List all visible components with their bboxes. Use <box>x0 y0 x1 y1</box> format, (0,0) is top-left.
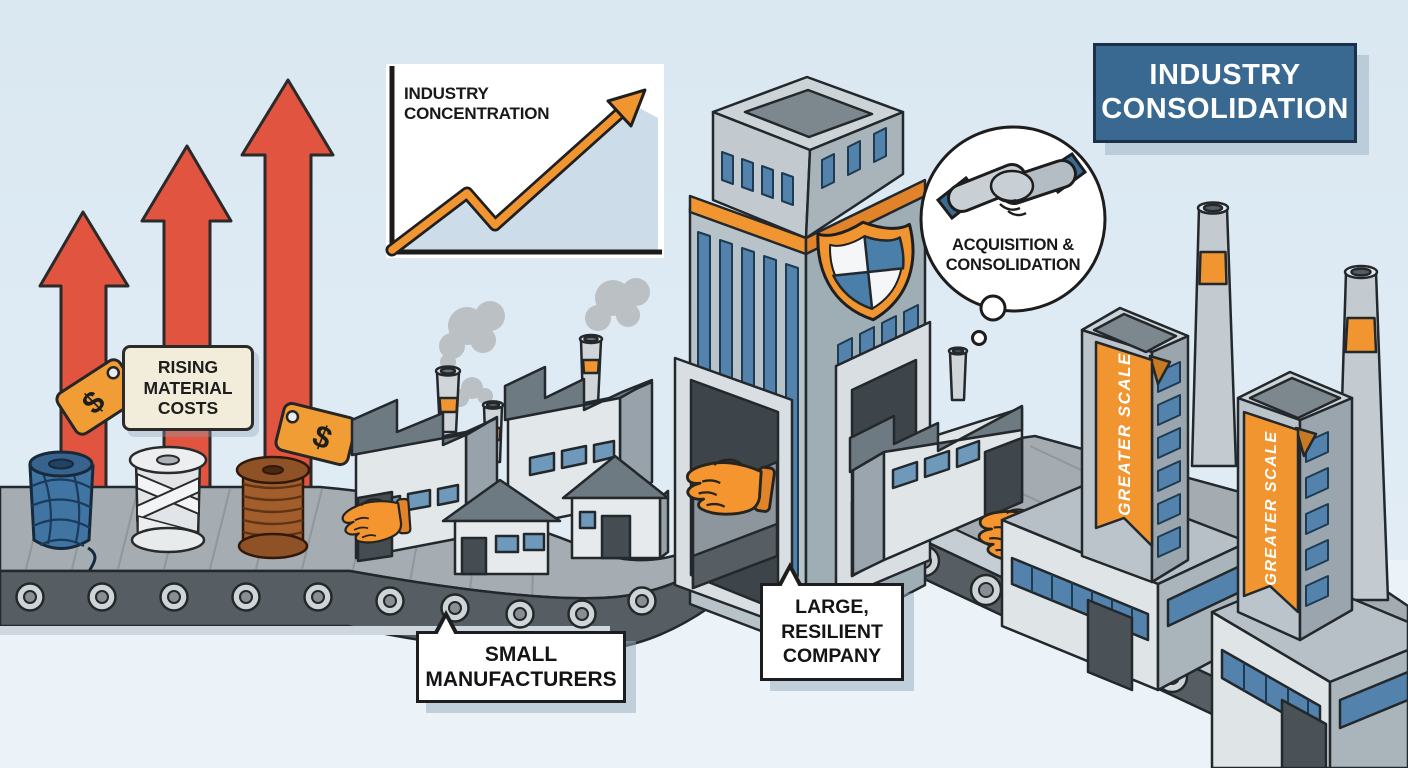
concentration-chart <box>385 64 664 258</box>
handshake-icon <box>935 151 1088 221</box>
shield-icon <box>816 220 915 322</box>
price-tag-icon: $ <box>274 401 358 467</box>
callout-line: RESILIENT <box>781 620 883 643</box>
chart-title-line: INDUSTRY <box>404 84 489 103</box>
belt-base-strip <box>0 626 610 635</box>
exiting-factory <box>848 346 1024 577</box>
title-line: INDUSTRY <box>1149 59 1301 92</box>
trend-arrow-icon <box>385 88 647 257</box>
label-line: RISING <box>157 357 219 378</box>
small-house <box>441 478 562 576</box>
brown-thread-spool <box>235 455 311 560</box>
callout-line: LARGE, <box>795 596 869 619</box>
smoke-icon <box>439 278 650 407</box>
chart-title: INDUSTRY CONCENTRATION <box>404 84 550 124</box>
callout-line: COMPANY <box>782 645 882 668</box>
greater-scale-banner <box>1242 410 1318 614</box>
blue-yarn-spool <box>28 450 117 612</box>
rising-material-costs-label: RISING MATERIAL COSTS <box>122 345 254 431</box>
small-manufacturers-callout: SMALL MANUFACTURERS <box>416 610 626 703</box>
industry-consolidation-title: INDUSTRY CONSOLIDATION <box>1093 43 1357 143</box>
small-factories <box>350 333 670 576</box>
white-thread-spool <box>128 445 208 554</box>
label-line: MATERIAL <box>143 377 233 398</box>
label-line: ACQUISITION & <box>951 236 1075 254</box>
price-tag-icon: $ <box>55 358 141 436</box>
greater-scale-banner <box>1094 340 1172 548</box>
chart-title-line: CONCENTRATION <box>404 104 550 124</box>
callout-line: MANUFACTURERS <box>425 668 617 691</box>
label-line: COSTS <box>157 398 219 419</box>
greater-scale-banner-text: GREATER SCALE <box>1263 430 1280 586</box>
small-house <box>561 454 670 560</box>
title-line: CONSOLIDATION <box>1101 93 1349 125</box>
callout-line: SMALL <box>484 642 558 666</box>
label-line: CONSOLIDATION <box>945 255 1081 274</box>
large-company-callout: LARGE, RESILIENT COMPANY <box>760 562 904 681</box>
thought-bubble <box>919 125 1107 346</box>
acquisition-consolidation-label: ACQUISITION & CONSOLIDATION <box>927 236 1099 276</box>
smokestack-icon <box>1190 201 1238 468</box>
large-factory-complexes <box>1000 201 1408 768</box>
greater-scale-banner-text: GREATER SCALE <box>1115 352 1134 516</box>
